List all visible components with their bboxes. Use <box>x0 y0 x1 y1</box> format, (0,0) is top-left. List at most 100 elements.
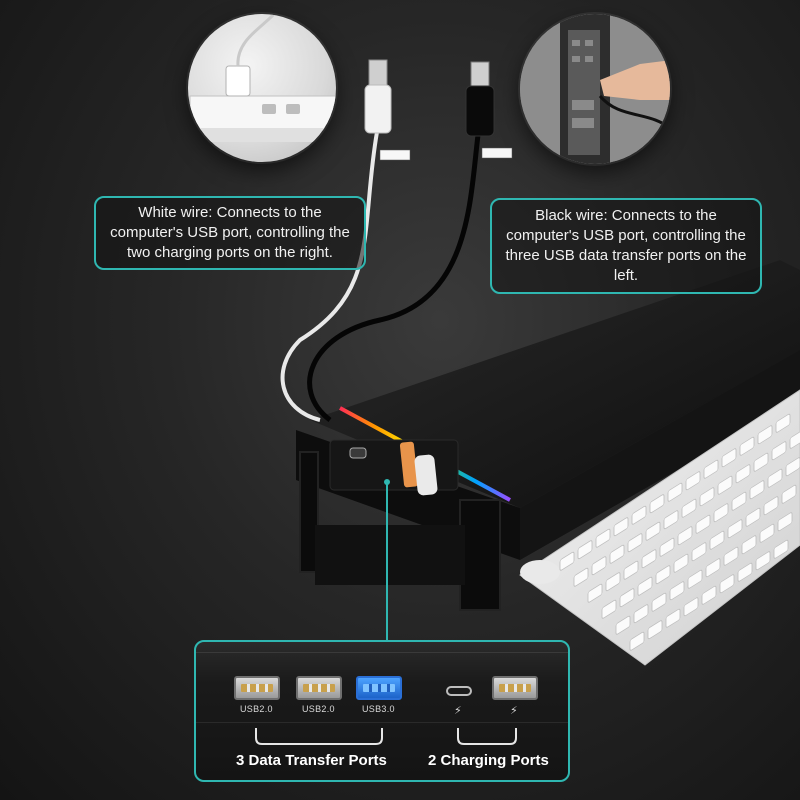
black-wire-text: Black wire: Connects to the computer's U… <box>505 207 747 284</box>
photo-overlay <box>189 14 670 164</box>
keyboard-key <box>705 558 721 578</box>
keyboard-edge <box>520 560 560 584</box>
keyboard-key <box>703 459 719 479</box>
keyboard-key <box>701 585 717 605</box>
usb3-port-label: USB3.0 <box>362 704 395 714</box>
usb2-port-2-icon <box>296 676 342 700</box>
keyboard-key <box>717 475 733 495</box>
keyboard-key <box>781 484 797 504</box>
keyboard-key <box>663 510 679 530</box>
usb2-port-2-label: USB2.0 <box>302 704 335 714</box>
keyboard-key <box>739 436 755 456</box>
keyboard-key <box>721 448 737 468</box>
stand-leg-right <box>459 499 501 611</box>
keyboard-key <box>649 494 665 514</box>
keyboard-key <box>709 530 725 550</box>
keyboard-key <box>683 597 699 617</box>
usb2-port-1-icon <box>234 676 280 700</box>
keyboard-keys <box>559 413 800 651</box>
keyboard-key <box>741 535 757 555</box>
keyboard-key <box>763 496 779 516</box>
keyboard-key <box>757 425 773 445</box>
keyboard-key <box>673 553 689 573</box>
stand-leg-left <box>299 451 319 573</box>
keyboard-key <box>587 583 603 603</box>
keyboard-key <box>755 551 771 571</box>
group-brackets <box>255 728 517 745</box>
keyboard-key <box>601 599 617 619</box>
keyboard-key <box>687 569 703 589</box>
keyboard-key <box>713 503 729 523</box>
power-strip-icon <box>189 14 336 142</box>
keyboard-key <box>605 572 621 592</box>
keyboard-key <box>627 533 643 553</box>
keyboard-key <box>665 608 681 628</box>
keyboard-key <box>767 468 783 488</box>
ports-detail-panel: USB2.0 USB2.0 USB3.0 ⚡ ⚡ 3 Data Transfer… <box>194 640 570 782</box>
flash-drive-cap <box>399 441 418 488</box>
charging-usb-a-port-icon <box>492 676 538 700</box>
keyboard-key <box>647 620 663 640</box>
keyboard-key <box>669 581 685 601</box>
keyboard-key <box>573 567 589 587</box>
flash-drive-body <box>414 454 438 496</box>
keyboard-key <box>629 631 645 651</box>
keyboard-key <box>637 576 653 596</box>
usb2-port-1-label: USB2.0 <box>240 704 273 714</box>
lightning-bolt-icon: ⚡ <box>454 704 462 717</box>
keyboard-key <box>723 546 739 566</box>
keyboard-key <box>685 471 701 491</box>
keyboard-key <box>699 487 715 507</box>
keyboard-key <box>655 565 671 585</box>
keyboard-key <box>645 521 661 541</box>
keyboard-key <box>735 464 751 484</box>
keyboard-key <box>633 604 649 624</box>
stand-usbc-port <box>349 447 367 459</box>
usb-c-port-icon <box>446 686 472 696</box>
keyboard-key <box>731 491 747 511</box>
keyboard-key <box>559 551 575 571</box>
stand-side-face <box>520 350 800 560</box>
computer-tower-icon <box>520 14 670 164</box>
stand-base <box>315 525 465 585</box>
white-cable <box>280 131 379 422</box>
keyboard-key <box>691 542 707 562</box>
keyboard-key <box>775 413 791 433</box>
keyboard-key <box>609 544 625 564</box>
keyboard-key <box>641 549 657 569</box>
keyboard-key <box>695 514 711 534</box>
keyboard-key <box>623 560 639 580</box>
white-usb-plug-body <box>364 84 392 134</box>
keyboard-key <box>659 537 675 557</box>
black-cable <box>307 134 481 422</box>
keyboard-key <box>619 588 635 608</box>
white-wire-callout: White wire: Connects to the computer's U… <box>94 196 366 270</box>
keyboard-key <box>667 482 683 502</box>
panel-mid-edge <box>196 722 568 723</box>
keyboard-key <box>759 523 775 543</box>
keyboard-key <box>753 452 769 472</box>
keyboard-key <box>785 457 800 477</box>
white-cable-tag <box>379 149 411 161</box>
keyboard-key <box>727 519 743 539</box>
keyboard-key <box>745 507 761 527</box>
keyboard-key <box>771 441 787 461</box>
data-ports-group-label: 3 Data Transfer Ports <box>236 752 387 769</box>
keyboard-key <box>789 429 800 449</box>
keyboard-key <box>577 540 593 560</box>
keyboard-key <box>681 498 697 518</box>
keyboard-key <box>749 480 765 500</box>
usb3-port-icon <box>356 676 402 700</box>
keyboard-key <box>737 562 753 582</box>
black-usb-plug-body <box>465 85 495 137</box>
stand-port-strip <box>329 439 459 491</box>
keyboard-key <box>631 505 647 525</box>
keyboard-key <box>773 539 789 559</box>
keyboard-key <box>591 556 607 576</box>
black-cable-tag <box>481 147 513 159</box>
keyboard-key <box>719 574 735 594</box>
keyboard-key <box>777 512 793 532</box>
keyboard-key <box>651 592 667 612</box>
lightning-bolt-icon: ⚡ <box>510 704 518 717</box>
